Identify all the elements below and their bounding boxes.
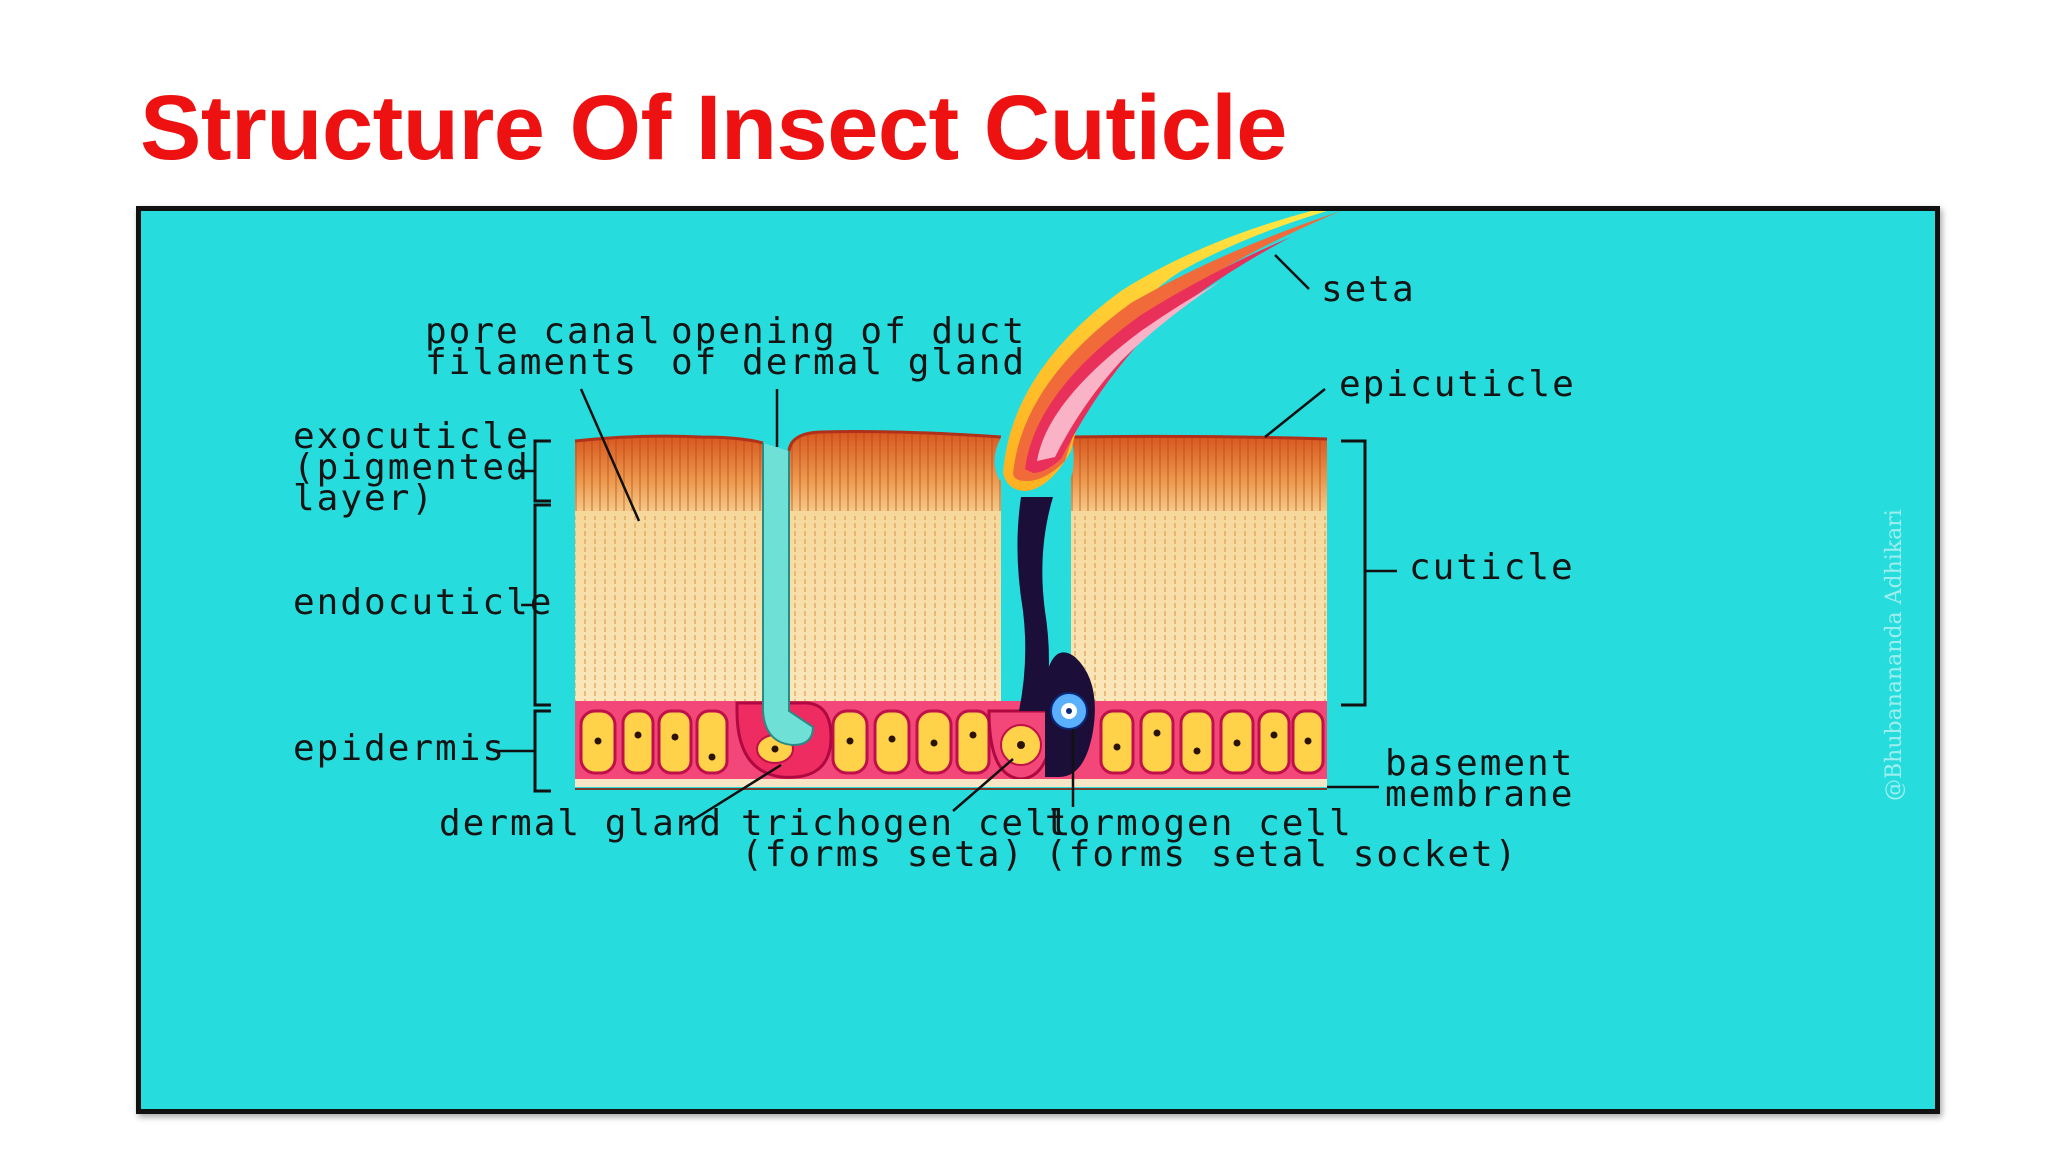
cell-nuclei xyxy=(594,729,1312,761)
seta-shaft xyxy=(1017,497,1053,711)
seta xyxy=(1003,211,1341,491)
label-epicuticle: epicuticle xyxy=(1339,364,1576,405)
label-dermal-gland: dermal gland xyxy=(439,803,723,844)
label-exocuticle-1: exocuticle xyxy=(293,416,530,457)
label-tormogen-2: (forms setal socket) xyxy=(1045,834,1518,875)
label-endocuticle: endocuticle xyxy=(293,582,553,623)
cuticle-block-middle xyxy=(787,430,1002,701)
epidermis-layer xyxy=(575,701,1327,779)
label-exocuticle-2: (pigmented xyxy=(293,447,530,488)
leader-lines xyxy=(493,254,1397,827)
label-epidermis: epidermis xyxy=(293,728,506,769)
diagram-canvas: seta pore canal filaments opening of duc… xyxy=(293,211,1907,875)
label-seta: seta xyxy=(1321,269,1416,310)
label-pore-canal-2: filaments xyxy=(425,342,638,383)
watermark: @Bhubanananda Adhikari xyxy=(1882,509,1907,801)
label-trichogen-2: (forms seta) xyxy=(741,834,1025,875)
cuticle-diagram: seta pore canal filaments opening of duc… xyxy=(136,206,1940,1114)
label-tormogen-1: tormogen cell xyxy=(1045,803,1353,844)
basement-membrane xyxy=(575,779,1327,790)
label-duct-1: opening of duct xyxy=(671,311,1026,352)
label-trichogen-1: trichogen cell xyxy=(741,803,1072,844)
label-cuticle: cuticle xyxy=(1409,547,1575,588)
label-duct-2: of dermal gland xyxy=(671,342,1026,383)
trichogen-cell xyxy=(987,709,1055,781)
label-pore-canal-1: pore canal xyxy=(425,311,662,352)
dermal-gland-duct xyxy=(762,443,815,747)
tormogen-cell xyxy=(1045,652,1095,777)
label-basement-1: basement xyxy=(1385,743,1574,784)
label-basement-2: membrane xyxy=(1385,774,1574,815)
page-title: Structure Of Insect Cuticle xyxy=(140,77,1287,179)
cuticle-block-left xyxy=(574,434,764,701)
cuticle-block-right xyxy=(1070,434,1328,701)
label-exocuticle-3: layer) xyxy=(293,478,435,519)
